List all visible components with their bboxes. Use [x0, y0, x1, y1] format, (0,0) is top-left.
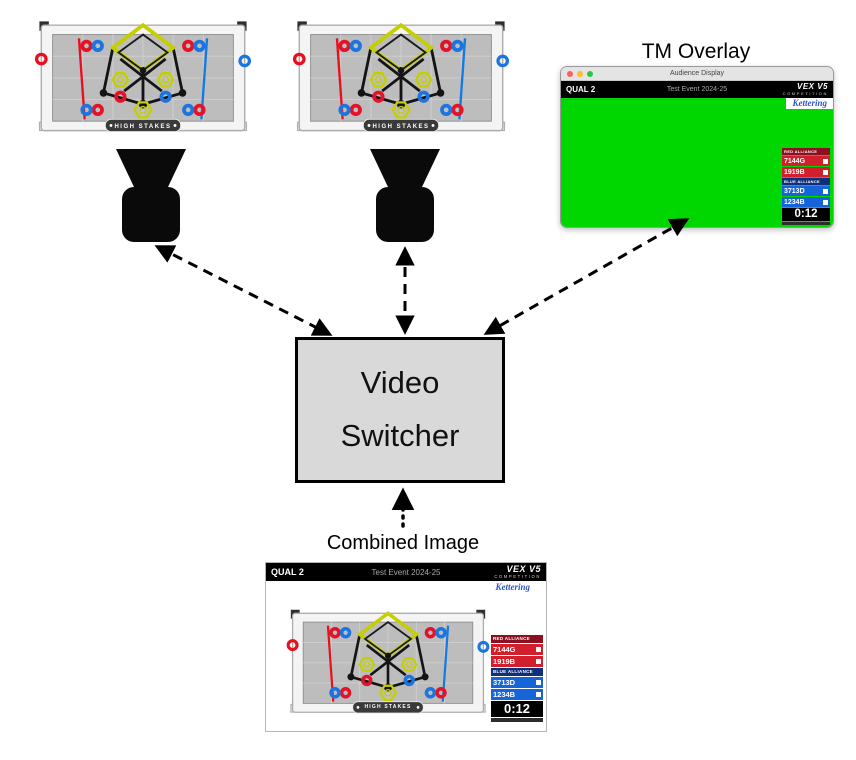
- team-number: 1919B: [784, 168, 805, 176]
- zoom-button-icon[interactable]: [587, 70, 593, 77]
- team-row: 3713D: [782, 186, 830, 196]
- overlay-header-bar: QUAL 2 Test Event 2024-25 VEX V5 COMPETI…: [266, 563, 546, 581]
- field-banner: HIGH STAKES: [364, 704, 412, 710]
- sponsor-logo: Kettering: [495, 582, 530, 592]
- team-row: 1234B: [782, 197, 830, 207]
- field-live-view: HIGH STAKES: [282, 599, 494, 723]
- team-number: 3713D: [493, 678, 516, 687]
- tm-overlay-window: Audience Display QUAL 2 Test Event 2024-…: [560, 66, 834, 228]
- camera-icon-2: [366, 147, 444, 244]
- match-timer: 0:12: [491, 701, 543, 717]
- window-controls: [567, 70, 593, 77]
- close-button-icon[interactable]: [567, 70, 573, 77]
- team-row: 7144G: [491, 644, 543, 655]
- team-number: 3713D: [784, 187, 805, 195]
- field-camera-view-2: HIGH STAKES: [288, 8, 514, 144]
- red-alliance-header: RED ALLIANCE: [782, 148, 830, 155]
- combined-output-image: QUAL 2 Test Event 2024-25 VEX V5 COMPETI…: [265, 562, 547, 732]
- team-number: 1919B: [493, 657, 516, 666]
- timer-caption-strip: [491, 718, 543, 722]
- event-name: Test Event 2024-25: [666, 86, 728, 93]
- minimize-button-icon[interactable]: [577, 70, 583, 77]
- rank-badge: [823, 169, 828, 175]
- team-row: 3713D: [491, 677, 543, 688]
- rank-badge: [536, 659, 541, 664]
- rank-badge: [536, 692, 541, 697]
- sponsor-logo: Kettering: [786, 98, 833, 109]
- combined-image-label: Combined Image: [326, 532, 480, 554]
- team-number: 1234B: [493, 690, 516, 699]
- rank-badge: [536, 647, 541, 652]
- team-number: 7144G: [784, 157, 806, 165]
- team-row: 1234B: [491, 689, 543, 700]
- tm-overlay-label: TM Overlay: [641, 40, 751, 63]
- red-alliance-header: RED ALLIANCE: [491, 635, 543, 643]
- camera-icon-1: [112, 147, 190, 244]
- timer-caption-strip: [782, 222, 830, 225]
- field-banner: HIGH STAKES: [372, 124, 430, 130]
- vex-logo-subtext: COMPETITION: [494, 573, 541, 579]
- blue-alliance-header: BLUE ALLIANCE: [491, 668, 543, 676]
- video-switcher-box: Video Switcher: [295, 337, 505, 483]
- team-row: 1919B: [491, 656, 543, 667]
- overlay-header-bar: QUAL 2 Test Event 2024-25 VEX V5 COMPETI…: [561, 81, 833, 98]
- arrow-camera1-to-switcher: [154, 245, 333, 336]
- green-screen-area: Kettering RED ALLIANCE 7144G 1919B BLUE …: [561, 98, 833, 227]
- vex-logo-subtext: COMPETITION: [782, 90, 828, 96]
- combined-body: Kettering HIGH STAKES RED ALLIANCE 7144G…: [266, 581, 546, 731]
- event-name: Test Event 2024-25: [371, 567, 441, 577]
- vex-logo-text: VEX V5: [796, 81, 828, 91]
- vex-logo-text: VEX V5: [506, 563, 541, 574]
- team-number: 1234B: [784, 198, 805, 206]
- vex-v5-logo: VEX V5 COMPETITION: [782, 81, 828, 96]
- rank-badge: [823, 199, 828, 205]
- field-camera-view-1: HIGH STAKES: [30, 8, 256, 144]
- blue-alliance-header: BLUE ALLIANCE: [782, 178, 830, 185]
- rank-badge: [536, 680, 541, 685]
- match-timer: 0:12: [782, 208, 830, 221]
- window-title: Audience Display: [669, 70, 725, 77]
- rank-badge: [823, 188, 828, 194]
- team-number: 7144G: [493, 645, 516, 654]
- alliance-score-panel: RED ALLIANCE 7144G 1919B BLUE ALLIANCE 3…: [782, 148, 830, 225]
- team-row: 7144G: [782, 156, 830, 166]
- vex-v5-logo: VEX V5 COMPETITION: [494, 563, 541, 580]
- alliance-score-panel: RED ALLIANCE 7144G 1919B BLUE ALLIANCE 3…: [491, 635, 543, 722]
- rank-badge: [823, 158, 828, 164]
- match-label: QUAL 2: [271, 567, 304, 577]
- team-row: 1919B: [782, 167, 830, 177]
- match-label: QUAL 2: [566, 85, 596, 94]
- arrow-overlay-to-switcher: [483, 218, 690, 335]
- window-titlebar: Audience Display: [561, 67, 833, 81]
- field-banner: HIGH STAKES: [114, 124, 172, 130]
